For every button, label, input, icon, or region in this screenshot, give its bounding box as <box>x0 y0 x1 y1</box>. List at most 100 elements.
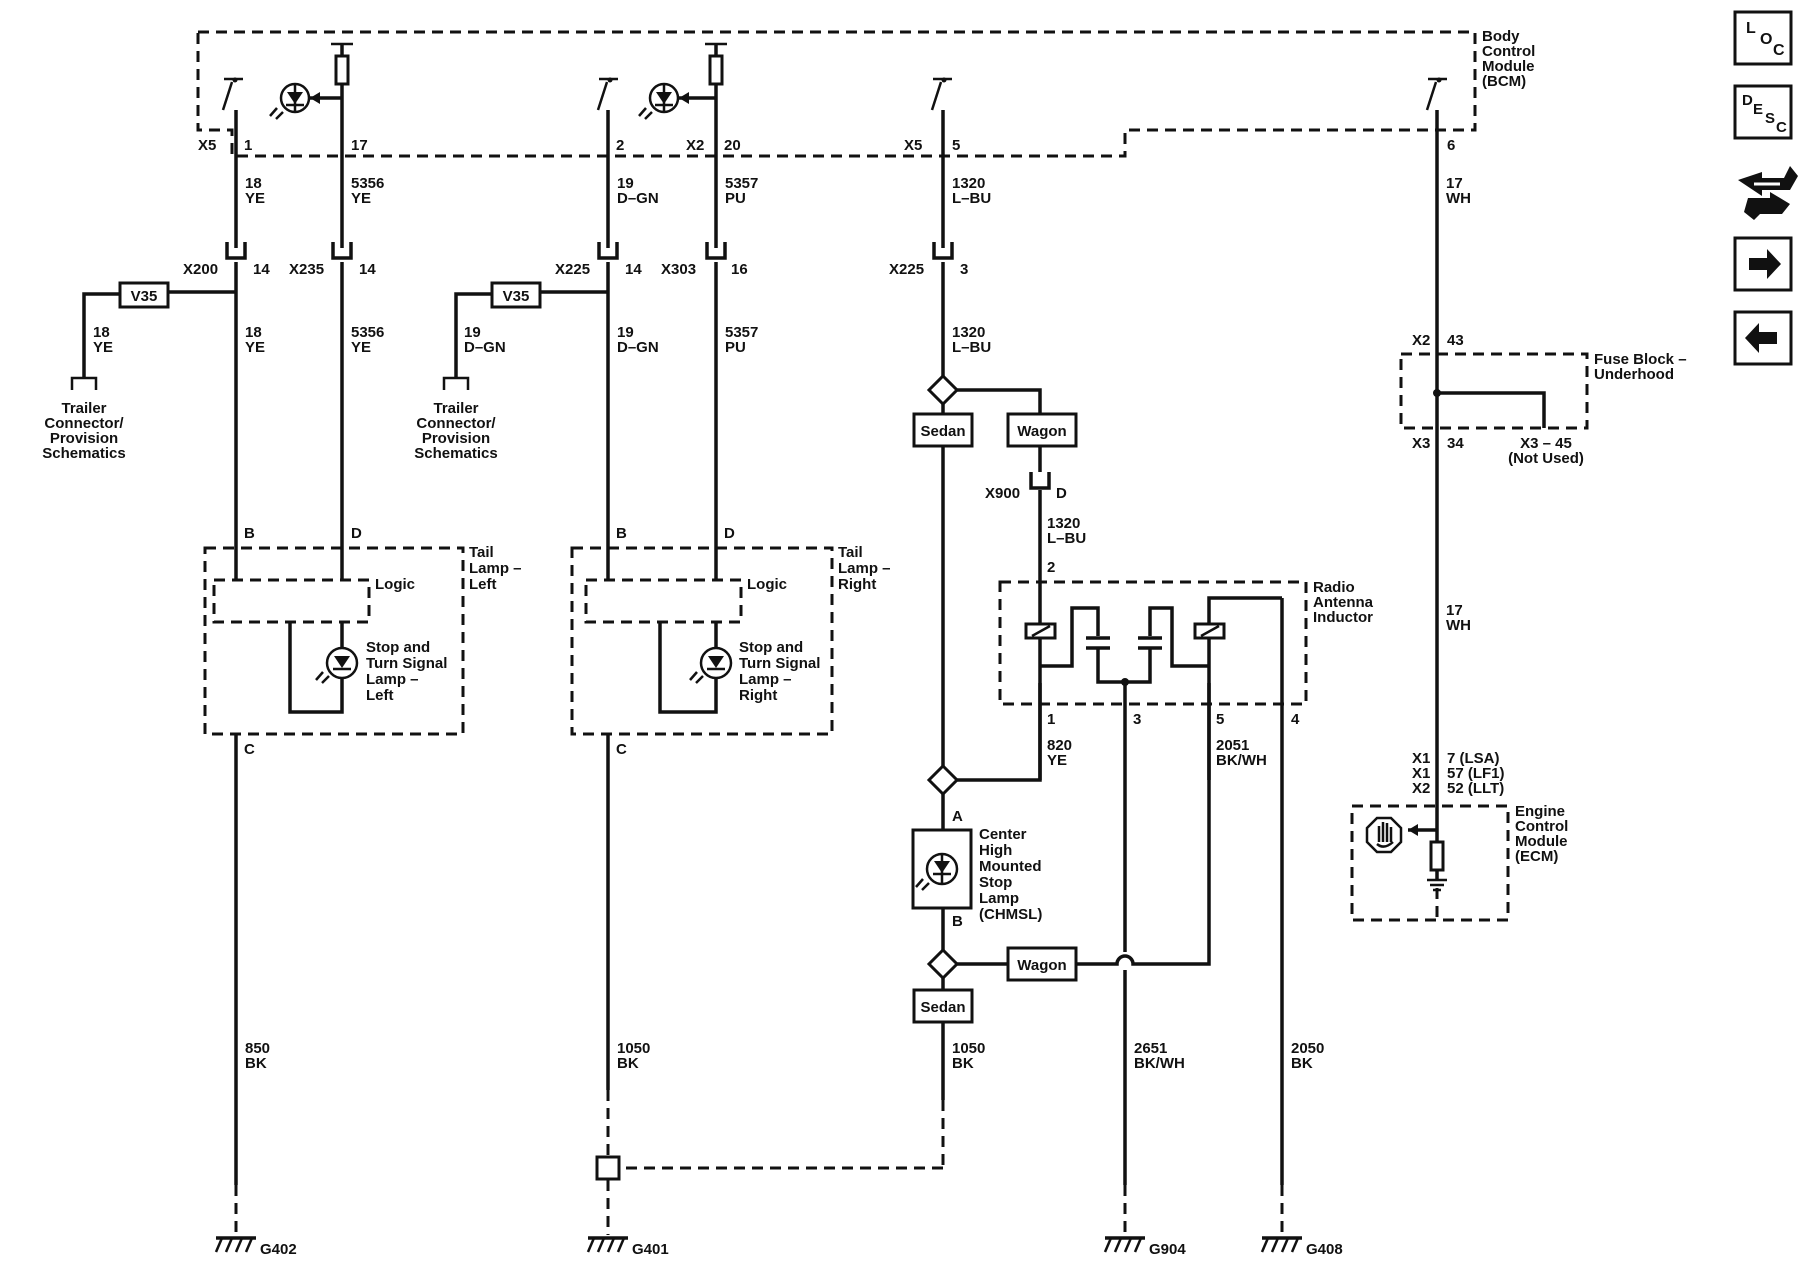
wire-label: YE <box>1047 752 1067 769</box>
diagram-label: G401 <box>632 1241 669 1258</box>
wires <box>234 98 1439 1235</box>
diagram-label: Turn Signal <box>739 655 820 672</box>
wire-label: YE <box>245 190 265 207</box>
wire-label: PU <box>725 339 746 356</box>
diagram-label: Stop and <box>366 639 430 656</box>
wire-label: L–BU <box>952 190 991 207</box>
diagram-label: C <box>1773 42 1785 59</box>
diagram-label: Trailer <box>433 400 478 417</box>
tail-lamp-left: B D C Tail Lamp – Left Logic Stop and Tu… <box>203 525 522 758</box>
diagram-label: Schematics <box>42 445 125 462</box>
diagram-label: 3 <box>1133 711 1141 728</box>
pin-label: X5 <box>904 137 922 154</box>
wagon-label: Wagon <box>1017 423 1066 440</box>
ground-g408: G408 <box>1260 1236 1343 1258</box>
diagram-label: Trailer <box>61 400 106 417</box>
diagram-label: Logic <box>747 576 787 593</box>
led-lamp-icon <box>915 852 959 891</box>
diagram-label: X2 <box>1412 332 1430 349</box>
diagram-label: G408 <box>1306 1241 1343 1258</box>
wire-label: 18 <box>245 324 262 341</box>
wire-label: YE <box>351 190 371 207</box>
wire-label: BK <box>1291 1055 1313 1072</box>
diagram-label: Fuse Block – <box>1594 351 1687 368</box>
diagram-label: Stop <box>979 874 1012 891</box>
wire-label: 820 <box>1047 737 1072 754</box>
wire-label: 17 <box>1446 175 1463 192</box>
led-lamp-icon <box>689 646 733 684</box>
wire-label: 5357 <box>725 175 758 192</box>
connector-x900: X900 D <box>985 472 1067 502</box>
wire-label: 2651 <box>1134 1040 1167 1057</box>
wire-label: 1050 <box>617 1040 650 1057</box>
sedan-label: Sedan <box>920 999 965 1016</box>
diagram-label: Module <box>1515 833 1568 850</box>
ecm-driver-icon <box>1365 816 1403 854</box>
diagram-label: 14 <box>253 261 270 278</box>
diagram-label: (Not Used) <box>1508 450 1584 467</box>
diagram-label: G402 <box>260 1241 297 1258</box>
wire-label: 19 <box>617 175 634 192</box>
ground-g401: G401 <box>586 1236 669 1258</box>
bcm-module: Body Control Module (BCM) <box>196 28 1535 158</box>
connector-icon[interactable] <box>1738 166 1798 220</box>
connector-x303: X303 16 <box>661 242 748 278</box>
fuse-block-underhood: X2 43 X3 34 X3 – 45 (Not Used) Fuse Bloc… <box>1399 332 1687 467</box>
wire-label: 5356 <box>351 175 384 192</box>
diagram-label: Lamp – <box>739 671 792 688</box>
diagram-label: Underhood <box>1594 366 1674 383</box>
arrow-right-icon[interactable] <box>1733 236 1793 292</box>
bcm-switch-icon <box>221 77 243 111</box>
led-lamp-icon <box>315 646 359 684</box>
diagram-label: X2 <box>1412 780 1430 797</box>
diagram-label: 14 <box>625 261 642 278</box>
diagram-label: 52 (LLT) <box>1447 780 1504 797</box>
pin-label: X5 <box>198 137 216 154</box>
diagram-label: X900 <box>985 485 1020 502</box>
diagram-label: 7 (LSA) <box>1447 750 1500 767</box>
bcm-label-2: Control <box>1482 43 1535 60</box>
pin-label: 20 <box>724 137 741 154</box>
diagram-label: Lamp – <box>469 560 522 577</box>
wire-label: 1050 <box>952 1040 985 1057</box>
diagram-label: Lamp – <box>838 560 891 577</box>
arrow-left-icon[interactable] <box>1733 310 1793 366</box>
diagram-label: X1 <box>1412 765 1430 782</box>
diagram-label: 43 <box>1447 332 1464 349</box>
pin-label: 1 <box>244 137 252 154</box>
wire-label: L–BU <box>1047 530 1086 547</box>
wire-label: WH <box>1446 190 1471 207</box>
wire-label: 5356 <box>351 324 384 341</box>
wire-label: D–GN <box>617 190 659 207</box>
diagram-label: G904 <box>1149 1241 1186 1258</box>
diagram-label: 4 <box>1291 711 1300 728</box>
v35-option-left: V35 Trailer Connector/ Provision Schemat… <box>42 281 236 462</box>
diagram-label: C <box>1776 119 1787 136</box>
diagram-label: Turn Signal <box>366 655 447 672</box>
location-button[interactable]: L O C <box>1733 10 1793 66</box>
wire-label: L–BU <box>952 339 991 356</box>
diagram-label: 16 <box>731 261 748 278</box>
diagram-label: X303 <box>661 261 696 278</box>
diagram-label: D <box>1056 485 1067 502</box>
wire-label: 18 <box>245 175 262 192</box>
ground-g402: G402 <box>214 1236 297 1258</box>
bcm-label-1: Body <box>1482 28 1520 45</box>
diagram-label: D <box>351 525 362 542</box>
ground-g904: G904 <box>1103 1236 1186 1258</box>
diagram-label: V35 <box>131 288 158 305</box>
diagram-label: 2 <box>1047 559 1055 576</box>
bcm-switch-icon <box>930 77 952 111</box>
wire-label: 1320 <box>952 175 985 192</box>
bcm-label-3: Module <box>1482 58 1535 75</box>
pin-label: 17 <box>351 137 368 154</box>
description-button[interactable]: D E S C <box>1733 84 1793 140</box>
wire-label: 1320 <box>952 324 985 341</box>
wire-label: D–GN <box>464 339 506 356</box>
wire-label: BK <box>245 1055 267 1072</box>
diagram-label: Tail <box>838 544 863 561</box>
